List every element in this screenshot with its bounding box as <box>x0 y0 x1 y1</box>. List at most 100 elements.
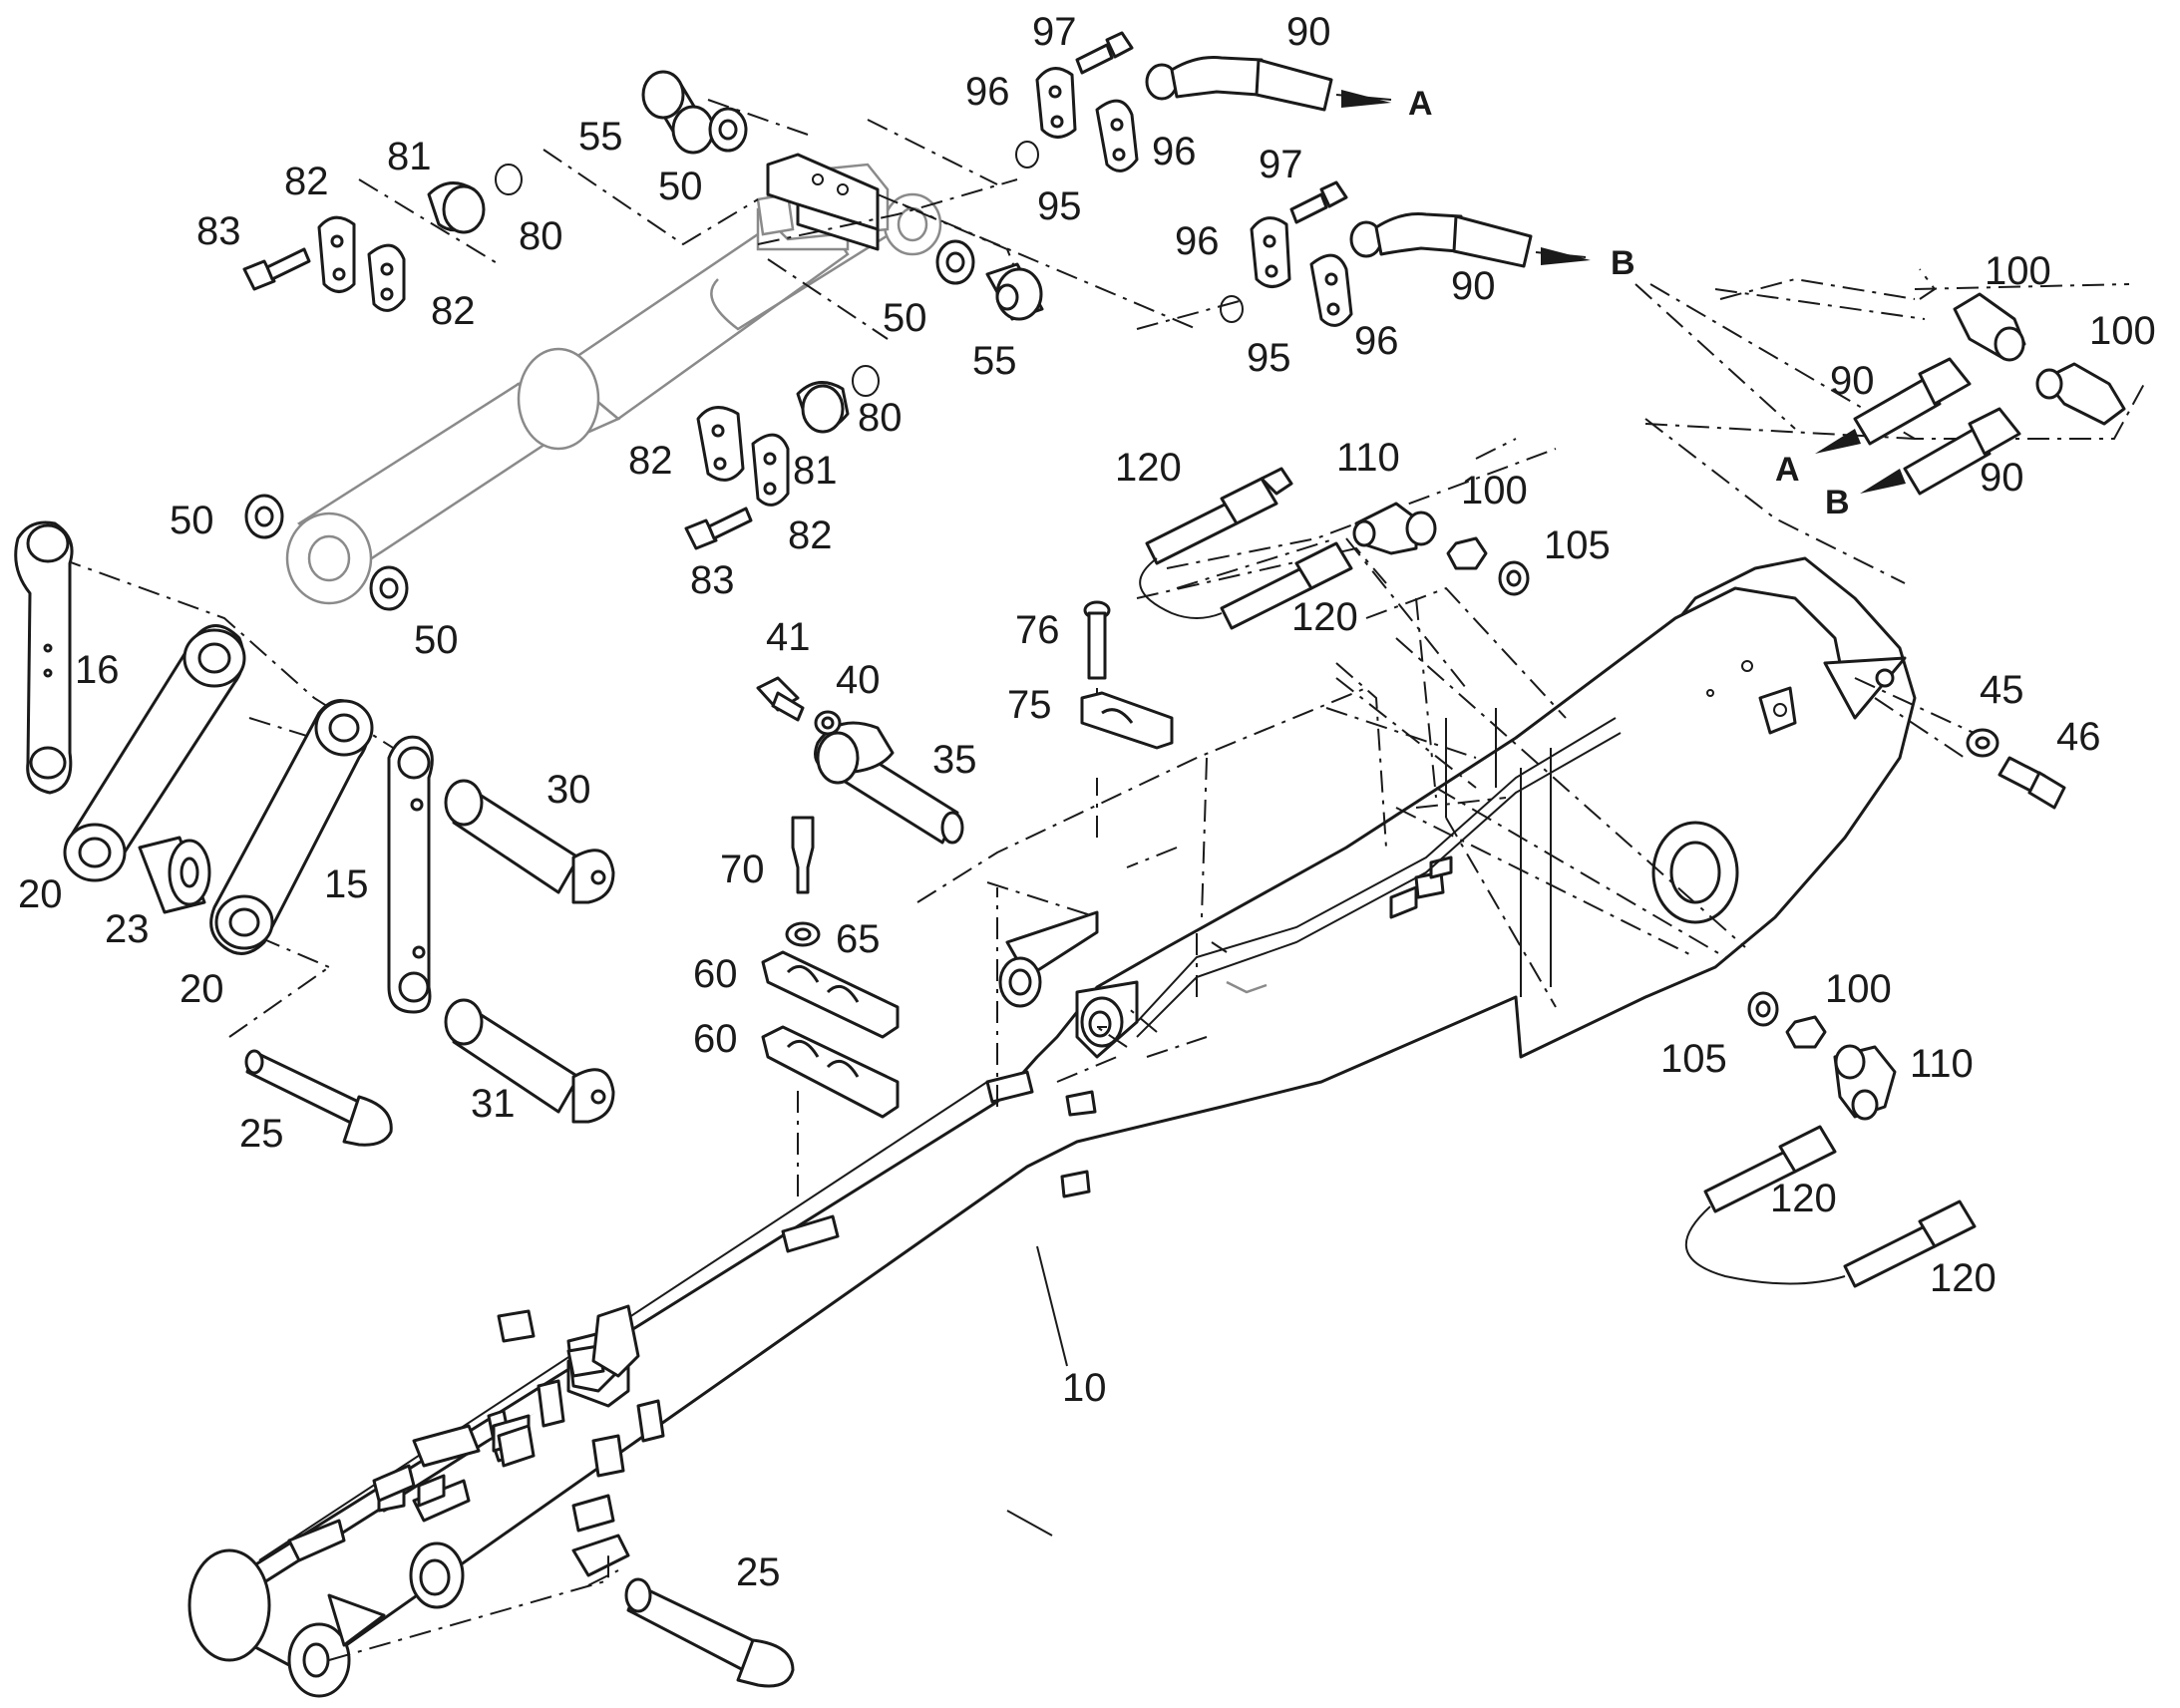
clamp-75 <box>1080 691 1174 750</box>
pin-25-upper <box>244 1049 393 1147</box>
hose-120-upper-left <box>1145 467 1293 565</box>
label-81: 81 <box>793 449 838 493</box>
arrow-b-top <box>1535 247 1591 265</box>
label-76: 76 <box>1015 608 1060 652</box>
label-25: 25 <box>239 1112 284 1156</box>
bolt-41 <box>756 676 842 736</box>
label-70: 70 <box>720 848 765 891</box>
label-80: 80 <box>858 396 903 440</box>
label-23: 23 <box>105 907 150 951</box>
label-50: 50 <box>658 165 703 208</box>
label-81: 81 <box>387 135 432 178</box>
bushing-55-upper <box>641 70 715 155</box>
label-31: 31 <box>471 1082 516 1126</box>
label-55: 55 <box>578 115 623 159</box>
label-50: 50 <box>883 296 927 340</box>
washer-50-mid <box>935 239 975 285</box>
label-75: 75 <box>1007 683 1052 727</box>
clamp-60-upper <box>761 950 900 1039</box>
cap-81-upper <box>427 181 486 234</box>
label-120: 120 <box>1115 446 1182 490</box>
label-105: 105 <box>1544 523 1611 567</box>
label-arrow-b: B <box>1825 484 1850 521</box>
label-46: 46 <box>2056 715 2101 759</box>
washer-50-low <box>369 565 409 611</box>
half-clamp-82-upper-b <box>367 243 406 312</box>
label-97: 97 <box>1259 143 1303 186</box>
label-25: 25 <box>736 1550 781 1594</box>
arrow-a-right <box>1815 429 1861 454</box>
washer-105-upper <box>1498 560 1530 596</box>
pin-25-lower <box>624 1577 795 1688</box>
elbow-110-upper <box>1352 502 1437 555</box>
label-45: 45 <box>1980 668 2024 712</box>
link-16 <box>14 520 74 795</box>
label-120: 120 <box>1770 1177 1837 1220</box>
screw-83-upper <box>242 247 311 291</box>
ring-80-upper <box>495 164 523 195</box>
washer-50-left <box>244 494 284 539</box>
label-82: 82 <box>628 439 673 483</box>
elbow-100-right-upper <box>1953 292 2026 362</box>
label-60: 60 <box>693 1017 738 1061</box>
screw-97-upper <box>1075 31 1134 75</box>
label-120: 120 <box>1291 595 1358 639</box>
label-83: 83 <box>690 558 735 602</box>
label-90: 90 <box>1286 10 1331 54</box>
boom-arm <box>187 556 1917 1698</box>
pin-30 <box>444 779 615 904</box>
label-leaders <box>1006 1245 1068 1537</box>
hose-120-upper-right <box>1703 1125 1837 1213</box>
label-90: 90 <box>1980 456 2024 500</box>
hose-90-b-right <box>1903 407 2021 496</box>
half-clamp-82-upper-a <box>317 215 356 293</box>
label-41: 41 <box>766 615 811 659</box>
elbow-110-lower <box>1833 1044 1897 1121</box>
bushing-23 <box>138 836 211 914</box>
label-100: 100 <box>1461 469 1528 512</box>
label-16: 16 <box>75 648 120 692</box>
label-97: 97 <box>1032 10 1077 54</box>
ring-95-lower <box>1220 295 1244 323</box>
bolt-46 <box>1966 728 2066 810</box>
half-clamp-96-c <box>1250 216 1291 288</box>
ring-95-upper <box>1015 141 1039 169</box>
nut-100-lower <box>1785 1015 1827 1049</box>
label-55: 55 <box>972 339 1017 383</box>
label-80: 80 <box>519 214 563 258</box>
bolt-76 <box>1083 600 1111 680</box>
label-96: 96 <box>1152 130 1197 173</box>
screw-97-lower <box>1289 180 1348 224</box>
part-labels: 10 15 16 20 20 23 25 25 30 31 35 40 41 4… <box>18 10 2156 1594</box>
label-90: 90 <box>1451 264 1496 308</box>
clamp-60-lower <box>761 1025 900 1119</box>
label-90: 90 <box>1830 359 1875 403</box>
label-40: 40 <box>836 658 881 702</box>
label-50: 50 <box>170 499 214 542</box>
washer-105-lower <box>1747 991 1779 1027</box>
label-110: 110 <box>1910 1042 1974 1086</box>
washer-50-upper-1 <box>708 107 748 153</box>
label-95: 95 <box>1037 184 1082 228</box>
label-82: 82 <box>284 160 329 203</box>
half-clamp-96-a <box>1035 67 1077 139</box>
label-arrow-a: A <box>1775 451 1800 489</box>
boom-hose-routing <box>1136 717 1622 1038</box>
label-arrow-b: B <box>1611 244 1635 282</box>
label-96: 96 <box>1175 219 1220 263</box>
label-35: 35 <box>932 738 977 782</box>
hose-120-lower-left <box>1139 541 1353 630</box>
label-100: 100 <box>1825 967 1892 1011</box>
link-20-lower <box>209 699 374 955</box>
label-arrow-a: A <box>1408 85 1433 123</box>
label-30: 30 <box>546 768 591 812</box>
label-82: 82 <box>431 289 476 333</box>
label-15: 15 <box>324 862 369 906</box>
pin-31 <box>444 998 615 1124</box>
bolt-70 <box>785 816 821 947</box>
pin-35 <box>814 721 964 845</box>
ring-80-lower <box>852 365 880 397</box>
label-100: 100 <box>1985 249 2051 293</box>
hose-90-a-right <box>1853 357 1972 446</box>
label-10: 10 <box>1062 1366 1107 1410</box>
